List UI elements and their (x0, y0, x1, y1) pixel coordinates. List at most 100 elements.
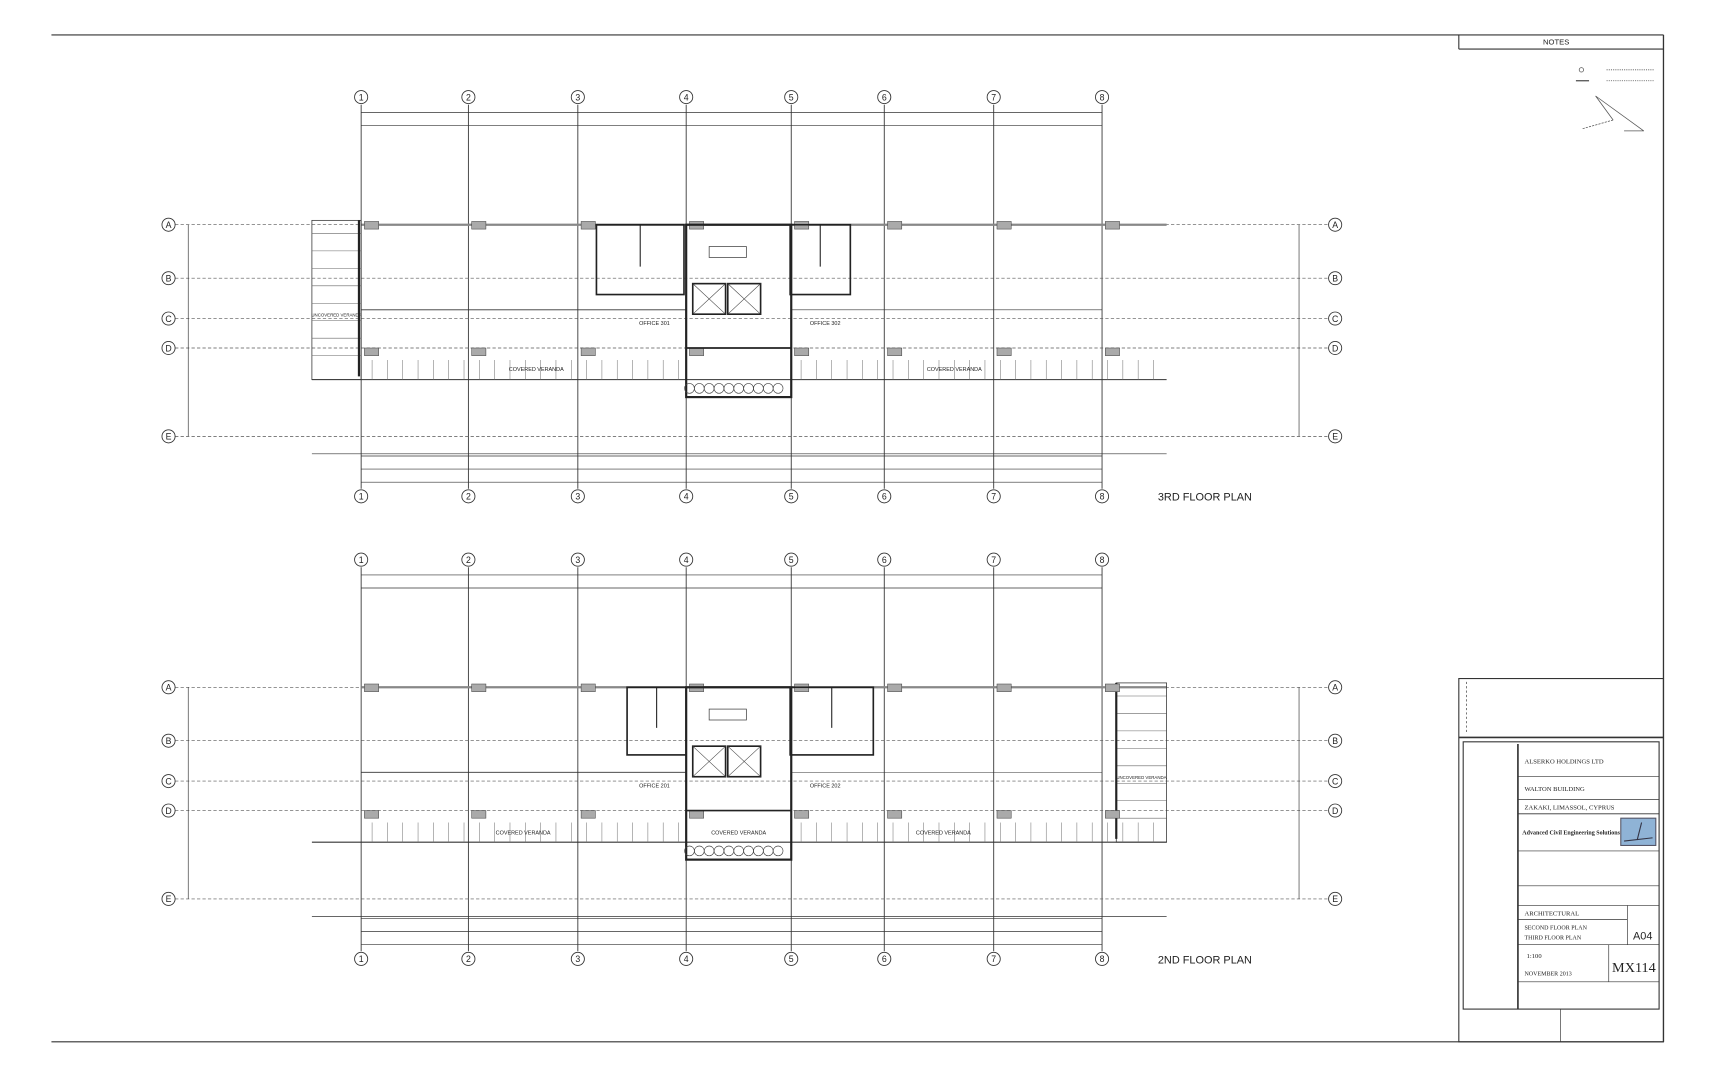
room-label-office-left: OFFICE 201 (639, 784, 670, 790)
structural-column (580, 347, 596, 356)
grid-label-column: 3 (575, 92, 580, 102)
grid-label-column: 4 (684, 492, 689, 502)
grid-bubble (1328, 803, 1343, 818)
room-label-veranda-right: COVERED VERANDA (916, 831, 971, 837)
room-label-end-veranda: UNCOVERED VERANDA (1116, 775, 1166, 780)
drawing-date: NOVEMBER 2013 (1524, 971, 1571, 977)
structural-column (580, 810, 596, 819)
grid-label-column: 3 (575, 492, 580, 502)
lift-shaft (691, 282, 727, 315)
lift-cross (727, 745, 761, 777)
grid-bubble (986, 489, 1001, 504)
grid-bubble (1328, 733, 1343, 748)
grid-label-column: 7 (991, 92, 996, 102)
structural-column (887, 221, 903, 230)
grid-label-row: B (1332, 736, 1338, 746)
grid-label-row: E (1332, 432, 1338, 442)
grid-label-row: D (1332, 806, 1338, 816)
drawing-title-2: THIRD FLOOR PLAN (1524, 935, 1581, 941)
stair (708, 708, 747, 721)
planter-shrub (723, 383, 735, 394)
structural-column (1105, 347, 1120, 356)
grid-label-column: 2 (466, 92, 471, 102)
grid-bubble (679, 489, 694, 504)
planter-shrub (733, 845, 744, 857)
lift-cross (692, 283, 726, 315)
grid-bubble (161, 429, 176, 444)
end-veranda (311, 219, 362, 381)
grid-label-row: A (166, 683, 172, 693)
room-label-veranda-left: COVERED VERANDA (509, 367, 564, 373)
plan-title: 3RD FLOOR PLAN (1158, 492, 1252, 504)
grid-label-column: 7 (991, 555, 996, 565)
grid-label-row: B (166, 736, 172, 746)
sheet-border (51, 34, 1665, 1043)
room-label-veranda-left: COVERED VERANDA (496, 831, 551, 837)
lift-shaft (691, 745, 727, 778)
grid-bubble (877, 552, 892, 567)
structural-column (996, 810, 1012, 819)
grid-bubble (354, 90, 369, 105)
grid-bubble (461, 552, 476, 567)
room-label-office-right: OFFICE 302 (810, 321, 841, 327)
grid-label-row: D (1332, 343, 1338, 353)
structural-column (364, 810, 379, 819)
grid-bubble (784, 951, 799, 966)
project-name: WALTON BUILDING (1524, 786, 1585, 793)
grid-label-row: C (1332, 776, 1338, 786)
grid-bubble (877, 90, 892, 105)
notes-header: NOTES (1543, 38, 1569, 47)
stair (708, 246, 747, 258)
grid-label-column: 5 (789, 92, 794, 102)
structural-column (996, 347, 1012, 356)
grid-label-row: E (166, 894, 172, 904)
grid-bubble (986, 552, 1001, 567)
structural-column (471, 810, 487, 819)
grid-bubble (784, 552, 799, 567)
grid-bubble (354, 552, 369, 567)
grid-label-row: C (165, 314, 171, 324)
planter-shrub (694, 845, 705, 857)
room-label-veranda-center: COVERED VERANDA (711, 831, 766, 837)
planter-shrub (713, 845, 725, 857)
grid-bubble (461, 951, 476, 966)
room-label-office-left: OFFICE 301 (639, 321, 670, 327)
structural-column (471, 347, 487, 356)
job-number: MX114 (1612, 960, 1656, 976)
grid-label-column: 3 (575, 555, 580, 565)
grid-label-column: 6 (882, 92, 887, 102)
grid-bubble (1328, 271, 1343, 286)
grid-label-row: B (166, 273, 172, 283)
grid-label-column: 6 (882, 555, 887, 565)
grid-bubble (570, 552, 585, 567)
building-core (685, 223, 793, 399)
lift-shaft (726, 745, 762, 778)
grid-label-column: 4 (684, 92, 689, 102)
structural-column (996, 683, 1012, 692)
grid-bubble (1328, 341, 1343, 355)
grid-bubble (161, 341, 176, 355)
grid-label-column: 5 (789, 555, 794, 565)
grid-bubble (1095, 489, 1110, 504)
grid-label-column: 2 (466, 492, 471, 502)
structural-column (1105, 810, 1120, 819)
grid-bubble (161, 680, 176, 695)
grid-bubble (461, 489, 476, 504)
structural-column (887, 347, 903, 356)
planter-shrub (713, 383, 725, 394)
grid-bubble (1328, 680, 1343, 695)
structural-column (580, 221, 596, 230)
grid-bubble (161, 803, 176, 818)
drawing-number: A04 (1633, 930, 1652, 942)
grid-label-column: 8 (1100, 954, 1105, 964)
planter-shrub (753, 383, 764, 394)
grid-label-column: 6 (882, 954, 887, 964)
drawing-title-1: SECOND FLOOR PLAN (1524, 925, 1587, 931)
grid-label-column: 7 (991, 954, 996, 964)
grid-label-row: E (1332, 894, 1338, 904)
grid-label-row: C (165, 776, 171, 786)
grid-bubble (1095, 90, 1110, 105)
